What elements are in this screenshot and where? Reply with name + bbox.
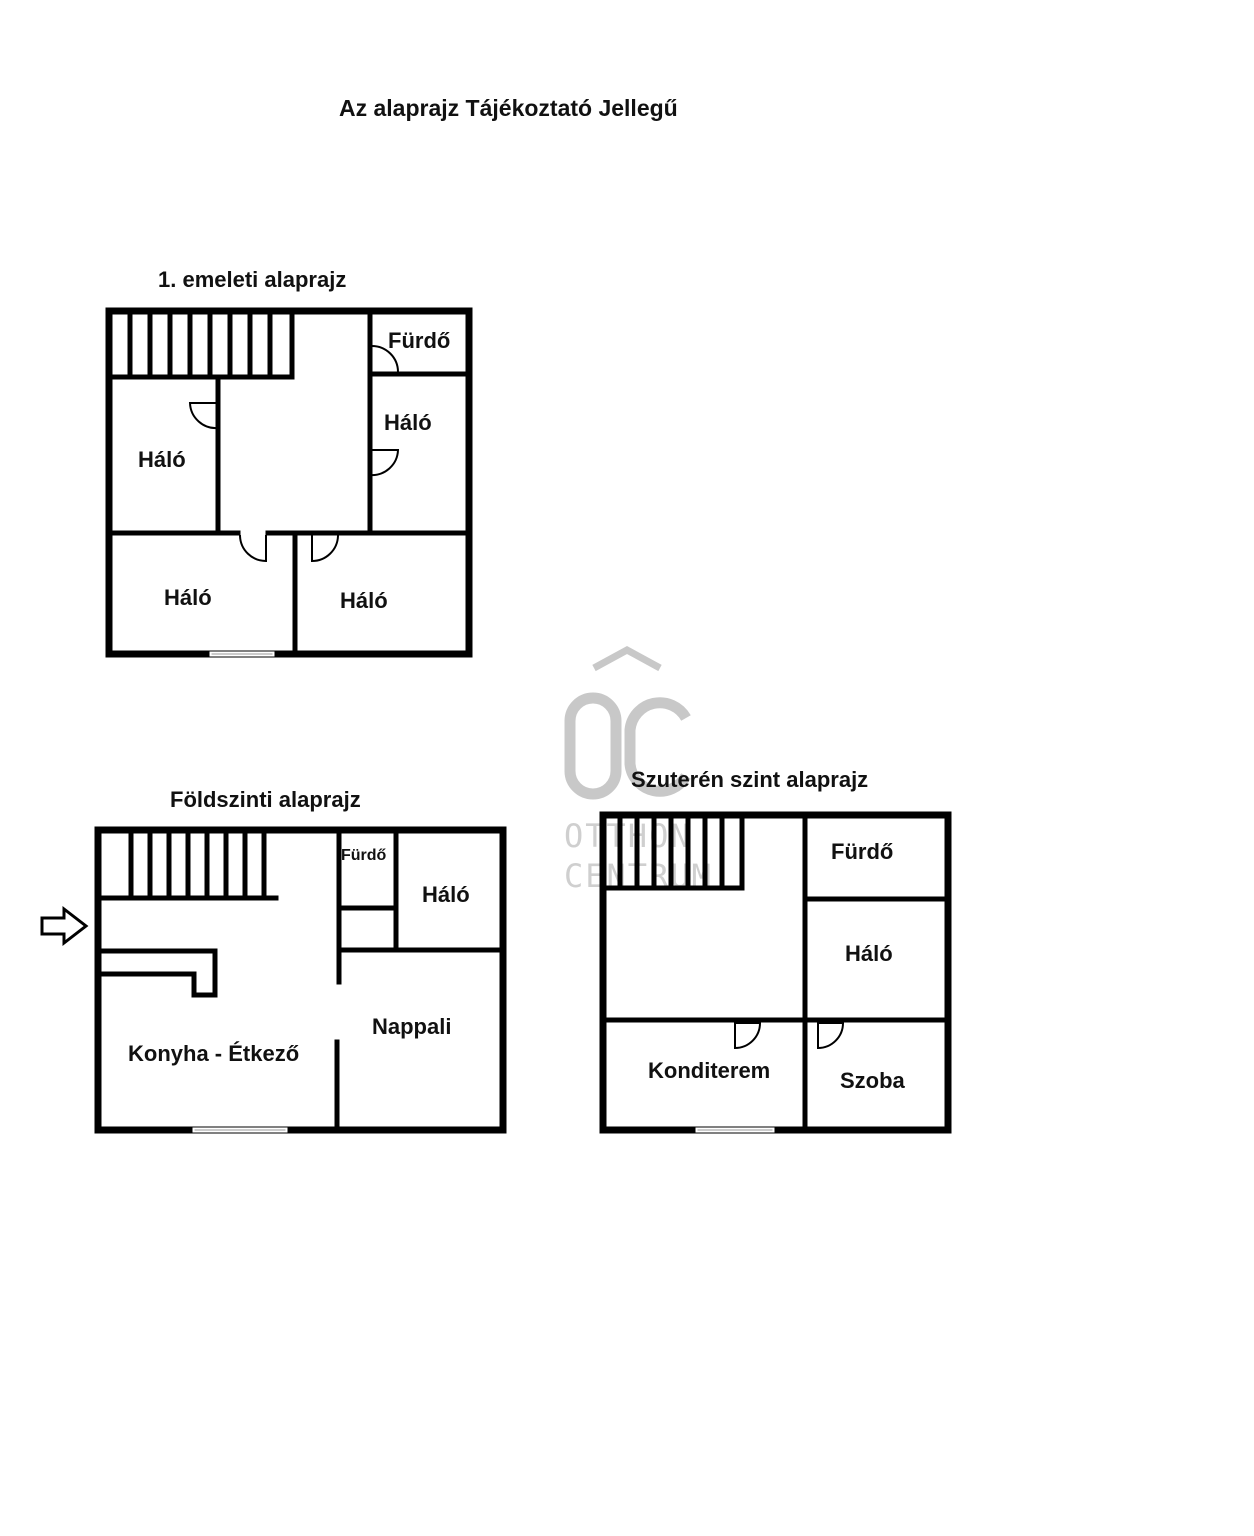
ground-floor-outer-wall — [94, 826, 507, 1134]
basement-doors — [734, 1021, 845, 1050]
first-floor-room-bedroom-4: Háló — [340, 588, 388, 613]
basement-stairs — [603, 815, 745, 891]
basement-room-gym: Konditerem — [648, 1058, 771, 1083]
ground-floor-room-bathroom: Fürdő — [341, 847, 387, 864]
basement-outer-wall — [599, 811, 952, 1134]
ground-floor-stairs — [98, 830, 279, 901]
first-floor-outer-wall — [105, 307, 473, 658]
basement-heading: Szuterén szint alaprajz — [631, 767, 869, 792]
first-floor-stairs — [109, 311, 295, 380]
ground-floor-room-kitchen-dining: Konyha - Étkező — [128, 1041, 300, 1066]
watermark-logo-mark — [564, 646, 691, 800]
basement-room-bedroom: Háló — [845, 941, 893, 966]
first-floor-room-bedroom-2: Háló — [138, 447, 186, 472]
first-floor-room-bedroom-1: Háló — [384, 410, 432, 435]
ground-floor-plan — [94, 826, 507, 1134]
page-title: Az alaprajz Tájékoztató Jellegű — [339, 95, 678, 121]
ground-floor-heading: Földszinti alaprajz — [170, 787, 361, 812]
first-floor-doors — [188, 344, 400, 563]
basement-plan — [599, 811, 952, 1134]
ground-floor-room-living: Nappali — [372, 1014, 452, 1039]
entrance-arrow-icon — [40, 905, 89, 947]
ground-floor-room-bedroom: Háló — [422, 882, 470, 907]
basement-room-other: Szoba — [840, 1068, 905, 1093]
first-floor-room-bedroom-3: Háló — [164, 585, 212, 610]
first-floor-heading: 1. emeleti alaprajz — [158, 267, 347, 292]
first-floor-plan — [105, 307, 473, 658]
first-floor-room-bathroom: Fürdő — [388, 328, 451, 353]
basement-room-bathroom: Fürdő — [831, 839, 894, 864]
